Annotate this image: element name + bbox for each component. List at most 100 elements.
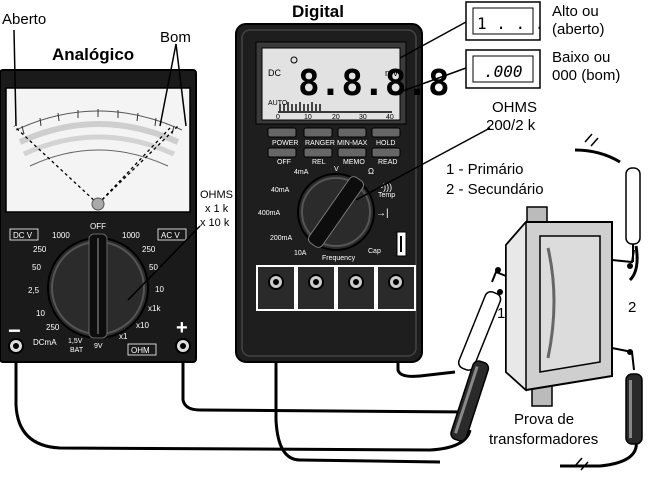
hold-button[interactable] — [371, 127, 401, 138]
label-ohms-analog-3: x 10 k — [200, 217, 230, 229]
lcd-auto: AUTO — [268, 100, 288, 107]
digital-jack-1-hole — [273, 279, 279, 285]
acv-label: AC V — [161, 231, 180, 240]
dial-400ma: 400mA — [258, 210, 281, 217]
label-ohms-digital-1: OHMS — [492, 99, 537, 116]
wire-digital-right — [396, 290, 456, 378]
minus-label: − — [8, 318, 21, 343]
power-label: POWER — [272, 140, 298, 147]
rel-button[interactable] — [303, 147, 333, 158]
transformer — [491, 206, 635, 407]
wire-primary-bottom — [628, 245, 639, 282]
wire-analog-plus — [181, 352, 471, 414]
dial-40ma: 40mA — [271, 187, 290, 194]
dial-ohm: Ω — [368, 167, 374, 176]
needle-open-dashed — [13, 125, 99, 205]
dcv-label: DC V — [13, 231, 33, 240]
winding-wire-sec-bottom — [611, 347, 635, 371]
digital-buttons: POWER RANGER MIN-MAX HOLD OFF REL MEMO R… — [267, 127, 401, 166]
lcd-unit: mV — [385, 68, 399, 78]
read-button[interactable] — [371, 147, 401, 158]
terminal-secondary-1 — [627, 263, 633, 269]
display-low-value: .000 — [484, 62, 523, 81]
digital-body-bevel — [241, 29, 417, 357]
dial-temp: Temp — [378, 192, 395, 199]
probe-primary-white — [457, 290, 502, 371]
dial-cap: Cap — [368, 248, 381, 255]
lcd-bargraph — [278, 102, 392, 113]
lcd-continuity-icon — [290, 56, 298, 64]
ac-250-label: 250 — [142, 245, 156, 254]
scale-ticks — [21, 109, 175, 135]
v15-label: 1,5V — [68, 338, 83, 345]
digital-jack-2-hole — [313, 279, 319, 285]
reading-display-high: 1 . . . — [465, 1, 544, 41]
ac-10-label: 10 — [155, 285, 164, 294]
lcd-screen — [261, 47, 401, 121]
needle-pivot — [91, 197, 105, 211]
label-alto-1: Alto ou — [552, 3, 599, 20]
acv-box — [157, 228, 187, 241]
probe-primary-top — [625, 167, 641, 262]
scale-arc-3 — [22, 134, 176, 157]
ohm-box — [127, 343, 157, 356]
scale-0: 0 — [276, 114, 280, 121]
winding-wire-sec-top — [611, 249, 635, 264]
ac-50-label: 50 — [149, 263, 158, 272]
diode-icon: →| — [376, 208, 389, 219]
label-prova-2: transformadores — [489, 431, 598, 448]
probe-secondary-bottom — [625, 373, 643, 445]
reading-display-low: .000 — [465, 49, 541, 89]
dcv-box — [9, 228, 39, 241]
label-baixo-2: 000 (bom) — [552, 67, 620, 84]
label-ohms-digital-2: 200/2 k — [486, 117, 536, 134]
dial-4ma: 4mA — [294, 169, 309, 176]
digital-jack-panel — [256, 265, 416, 311]
wire-primary-top — [574, 148, 621, 164]
probe-primary-black — [450, 360, 490, 442]
scale-arc-4 — [29, 149, 169, 167]
label-ohms-analog-1: OHMS — [200, 189, 233, 201]
analog-jack-plus-hole — [180, 343, 186, 349]
scale-30: 30 — [359, 114, 367, 121]
ohm-label: OHM — [131, 346, 150, 355]
needle-good-dashed — [97, 125, 179, 205]
x1k-label: x1k — [148, 304, 161, 313]
scale-10: 10 — [304, 114, 312, 121]
label-primario: 1 - Primário — [446, 161, 524, 178]
ma-10-label: 10 — [36, 309, 45, 318]
transformer-winding — [539, 235, 601, 373]
scale-arc-2 — [18, 121, 180, 145]
wire-break-marks — [574, 133, 599, 471]
continuity-icon: •))) — [380, 182, 392, 192]
callout-lines — [13, 21, 491, 301]
dial-200ma: 200mA — [270, 235, 293, 242]
read-label: READ — [378, 159, 397, 166]
wire-analog-minus — [14, 352, 472, 452]
transformer-face — [505, 219, 527, 392]
label-baixo-1: Baixo ou — [552, 49, 610, 66]
callout-ohms-analog — [127, 225, 201, 301]
dc-1000-label: 1000 — [52, 231, 70, 240]
callout-aberto — [13, 29, 17, 127]
label-lead-2: 2 — [628, 299, 636, 316]
minmax-button[interactable] — [337, 127, 367, 138]
label-aberto: Aberto — [2, 11, 46, 28]
analog-jack-minus-hole — [13, 343, 19, 349]
dial-v: V — [334, 166, 339, 173]
digital-multimeter: DC 8.8.8.8 mV AUTO 0 10 20 30 40 POWER R… — [235, 23, 450, 363]
callout-bom-2 — [175, 43, 187, 127]
power-button[interactable] — [267, 127, 297, 138]
rel-label: REL — [312, 159, 326, 166]
dc-250-label: 250 — [33, 245, 47, 254]
ranger-button[interactable] — [303, 127, 333, 138]
hold-label: HOLD — [376, 140, 395, 147]
digital-knob-ring — [301, 177, 371, 247]
label-alto-2: (aberto) — [552, 21, 605, 38]
off-button[interactable] — [267, 147, 297, 158]
memo-label: MEMO — [343, 159, 365, 166]
dc-50-label: 50 — [32, 263, 41, 272]
memo-button[interactable] — [337, 147, 367, 158]
digital-knob-pointer — [307, 176, 365, 248]
off-btn-label: OFF — [277, 159, 291, 166]
